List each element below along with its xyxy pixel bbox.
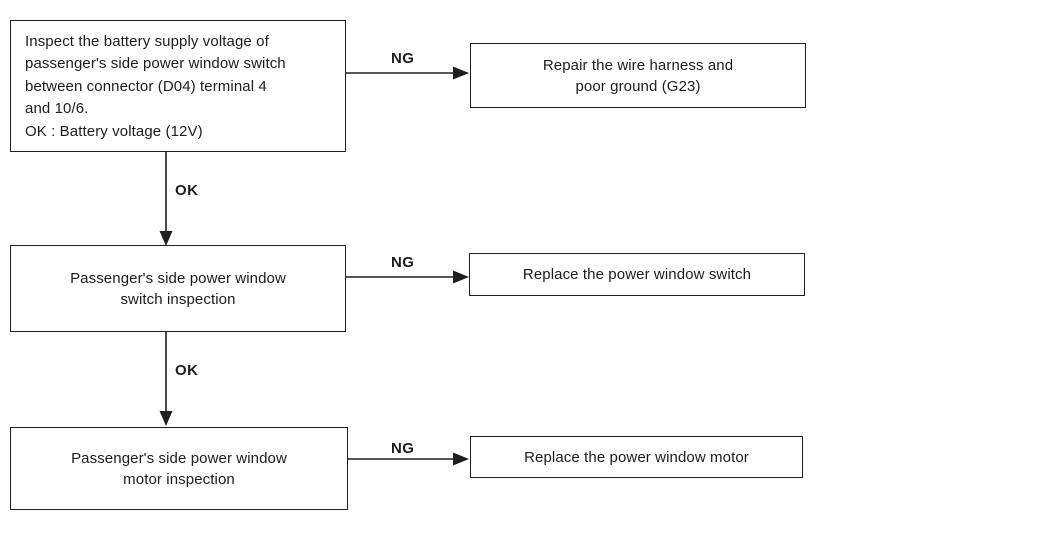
arrow-ng-step1 [345,66,469,80]
arrow-ng-step2 [345,270,469,284]
arrowhead-right-icon [453,270,469,284]
node-text-line: poor ground (G23) [575,77,701,95]
edge-label-ok-2: OK [175,362,199,379]
node-text-line: Inspect the battery supply voltage of [25,33,269,50]
edge-label-ng-2: NG [391,254,415,271]
node-text-line: Repair the wire harness and [542,56,734,74]
node-text-line: switch inspection [120,290,236,308]
arrow-ok-step2 [159,332,173,426]
node-text-line: and 10/6. [25,100,89,118]
node-text-line: Passenger's side power window [70,269,286,287]
arrow-ng-step3 [347,452,469,466]
node-replace-power-window-switch: Replace the power window switch [469,253,805,296]
node-repair-wire-harness: Repair the wire harness and poor ground … [470,43,806,108]
arrowhead-down-icon [159,231,173,246]
edge-label-ng-3: NG [391,440,415,457]
node-text-line: Passenger's side power window [71,449,287,467]
node-text-line: between connector (D04) terminal 4 [25,77,267,95]
node-text-line: Replace the power window switch [522,266,752,283]
node-text-line: motor inspection [123,470,235,488]
node-inspect-battery-supply-voltage: Inspect the battery supply voltage of pa… [10,20,346,152]
arrowhead-down-icon [159,411,173,426]
node-motor-inspection: Passenger's side power window motor insp… [10,427,348,510]
node-text-line: Replace the power window motor [524,448,749,466]
edge-label-ng-1: NG [391,50,415,67]
arrowhead-right-icon [453,66,469,80]
edge-label-ok-1: OK [175,182,199,199]
node-text-line: passenger's side power window switch [25,55,286,73]
arrowhead-right-icon [453,452,469,466]
arrow-ok-step1 [159,152,173,246]
node-replace-power-window-motor: Replace the power window motor [470,436,803,478]
node-switch-inspection: Passenger's side power window switch ins… [10,245,346,332]
node-text-line: OK : Battery voltage (12V) [25,122,203,140]
